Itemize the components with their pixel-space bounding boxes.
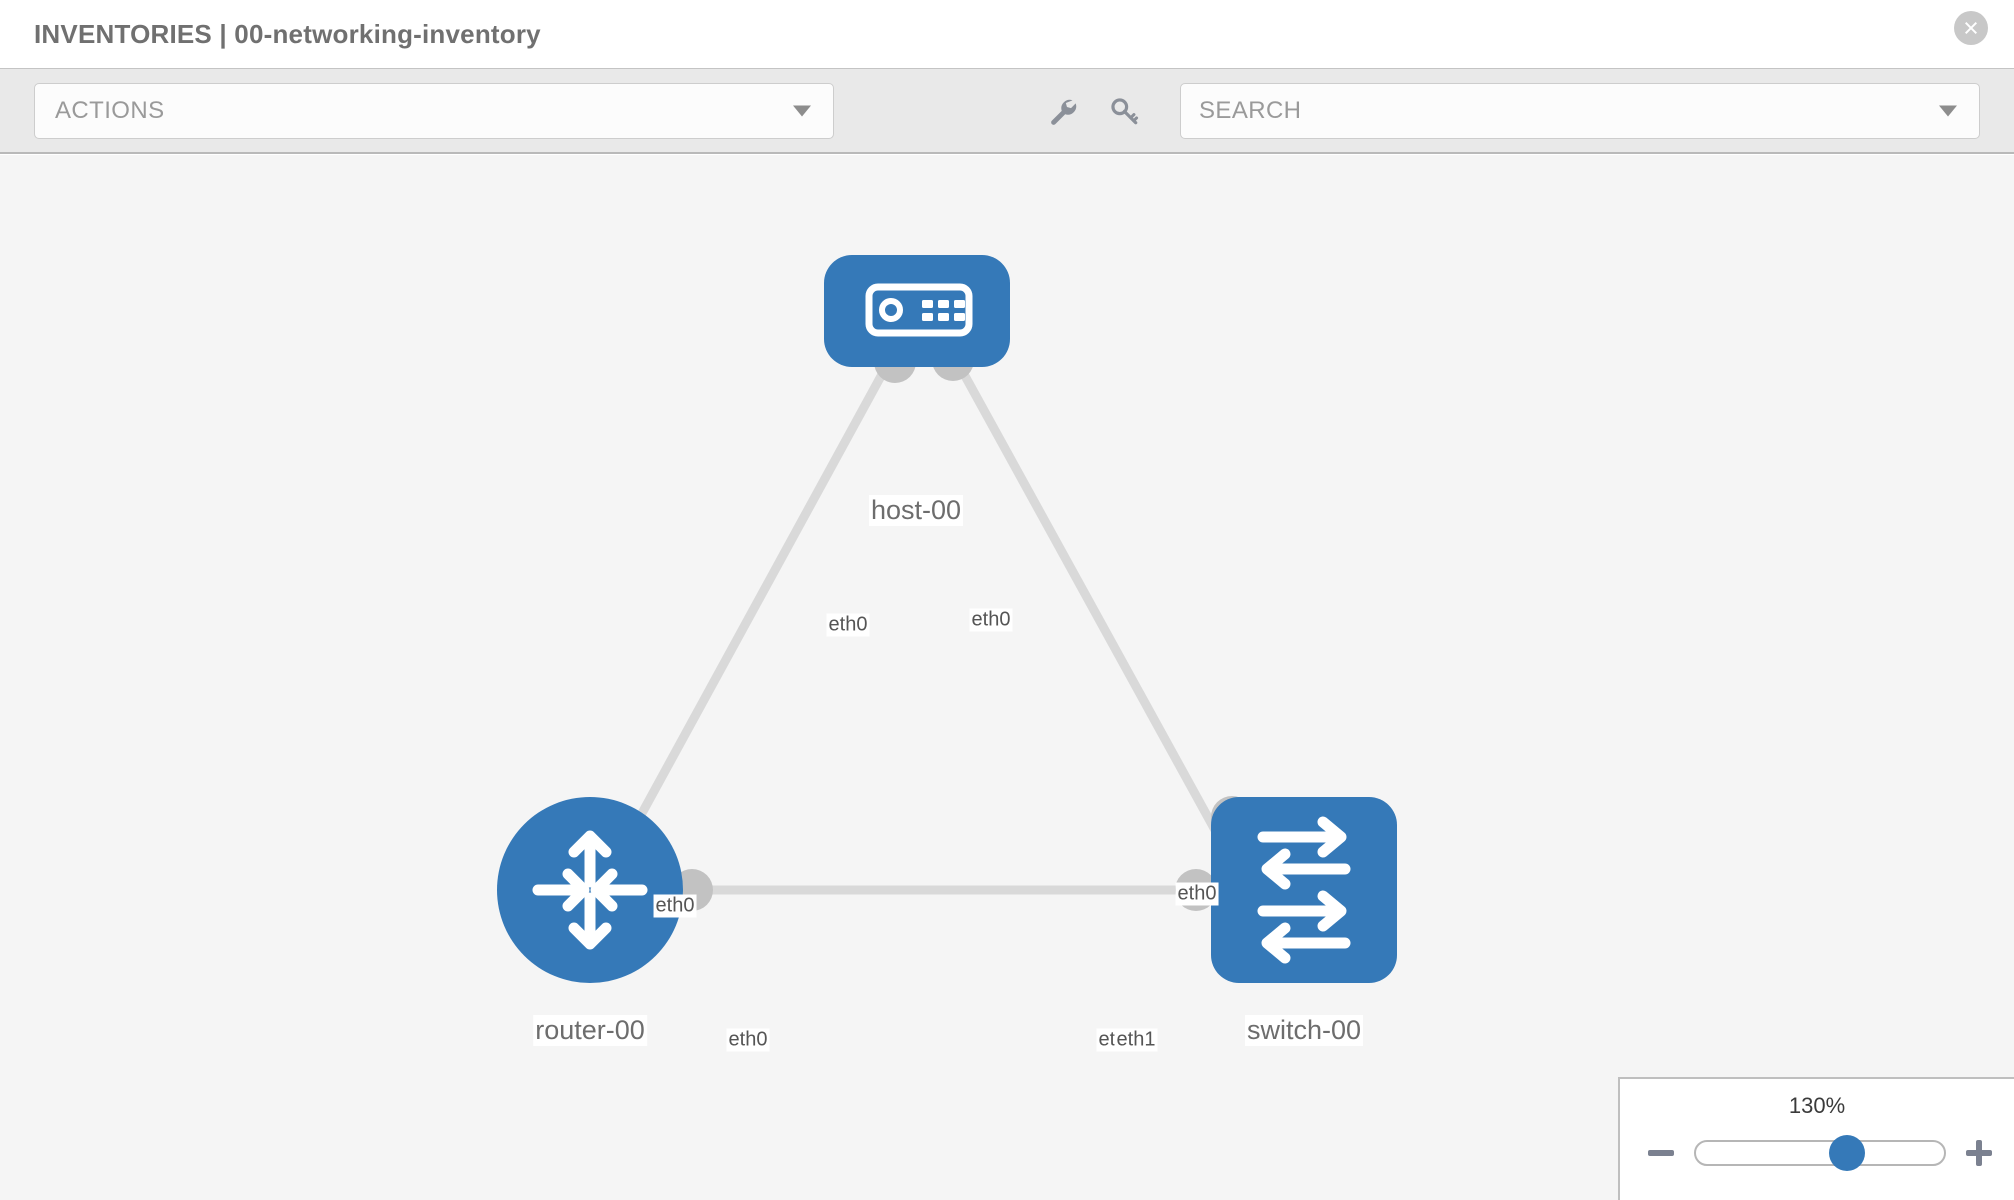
link-host-switch xyxy=(944,342,1252,893)
key-icon[interactable] xyxy=(1107,94,1141,128)
zoom-in-button[interactable] xyxy=(1964,1138,1994,1168)
iface-label: eth0 xyxy=(826,613,870,637)
node-label-host-00: host-00 xyxy=(868,495,964,526)
zoom-slider-track[interactable] xyxy=(1694,1135,1946,1171)
node-router-00 xyxy=(497,797,683,983)
node-host-00 xyxy=(824,255,1010,367)
iface-label: eth0 xyxy=(653,894,697,918)
iface-label: eth0 xyxy=(969,608,1013,632)
topology-links xyxy=(596,342,1252,895)
zoom-control-panel: 130% xyxy=(1618,1077,2014,1200)
page-title: INVENTORIES | 00-networking-inventory xyxy=(34,18,541,49)
zoom-slider-thumb[interactable] xyxy=(1829,1135,1866,1171)
zoom-out-button[interactable] xyxy=(1646,1138,1676,1168)
node-switch-00 xyxy=(1211,797,1397,983)
node-label-switch-00: switch-00 xyxy=(1244,1015,1364,1046)
actions-dropdown[interactable]: ACTIONS xyxy=(34,82,834,139)
toolbar-icon-group xyxy=(1045,94,1141,128)
chevron-down-icon xyxy=(793,105,811,116)
zoom-slider-row xyxy=(1646,1131,1994,1175)
link-host-router xyxy=(596,342,902,893)
search-input[interactable] xyxy=(1199,96,1931,125)
topology-interface-stubs xyxy=(671,339,1253,911)
actions-dropdown-label: ACTIONS xyxy=(55,96,165,124)
page-header: INVENTORIES | 00-networking-inventory xyxy=(0,0,2014,68)
zoom-percent-label: 130% xyxy=(1788,1093,1846,1118)
iface-label: eth1 xyxy=(1114,1028,1158,1052)
close-icon[interactable] xyxy=(1954,11,1988,45)
router-arrows-icon xyxy=(532,830,648,950)
toolbar: ACTIONS xyxy=(0,68,2014,154)
search-field-wrapper xyxy=(1180,82,1980,139)
server-icon xyxy=(865,283,973,337)
iface-label: eth0 xyxy=(1175,882,1219,906)
wrench-icon[interactable] xyxy=(1045,94,1079,128)
topology-canvas[interactable]: host-00 router-00 switch-00 eth0 eth0 et… xyxy=(0,155,2014,1200)
chevron-down-icon[interactable] xyxy=(1939,105,1957,116)
node-label-router-00: router-00 xyxy=(533,1015,647,1046)
switch-arrows-icon xyxy=(1257,816,1351,964)
iface-label: eth0 xyxy=(726,1028,770,1052)
